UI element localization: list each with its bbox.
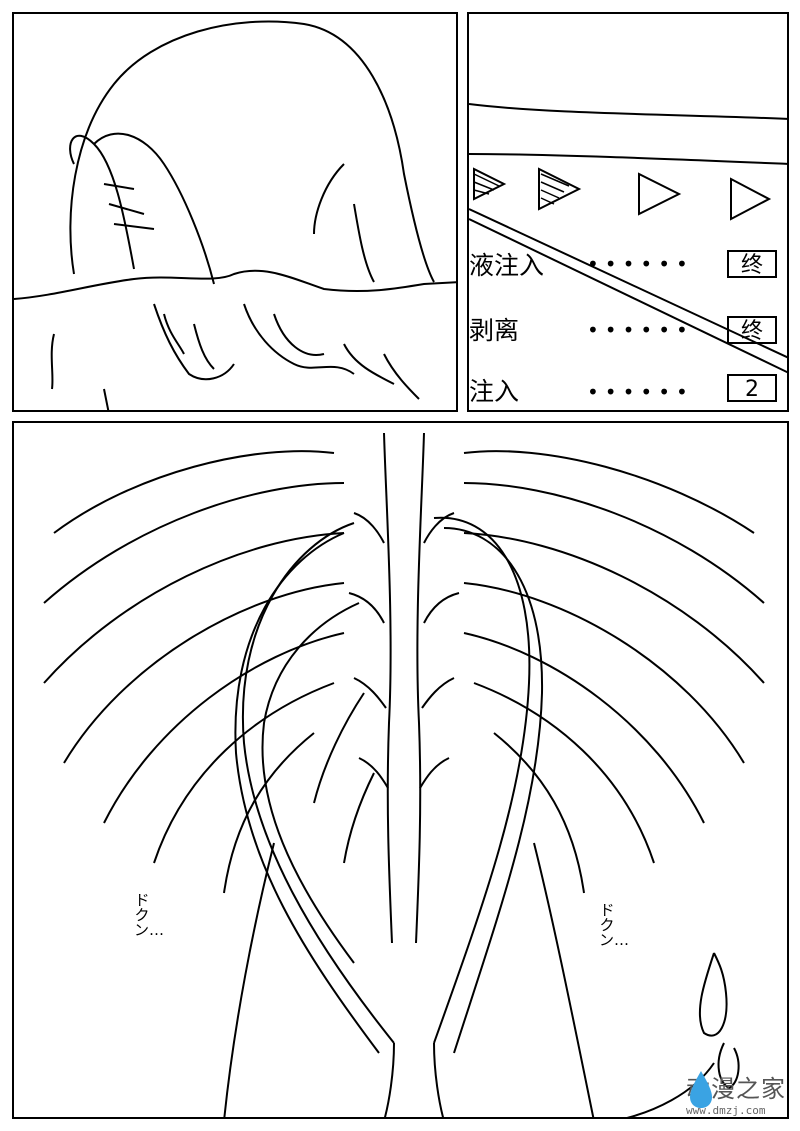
status-row-value: 终 (727, 250, 777, 278)
status-row-label: 注入 (469, 377, 520, 406)
water-drop-icon (690, 1071, 712, 1108)
status-row-dots: •••••• (587, 252, 694, 276)
panel-status-screen: 液注入 •••••• 终 剥离 •••••• 终 注入 •••••• 2 (467, 12, 789, 412)
status-row-dots: •••••• (587, 318, 694, 342)
status-row-value: 2 (727, 374, 777, 402)
play-icon (730, 177, 772, 221)
site-watermark: 动漫之家 www.dmzj.com (686, 1069, 786, 1117)
sound-effect-left: ドクン… (134, 891, 165, 939)
panel-ribcage: ドクン… ドクン… (12, 421, 789, 1119)
ribcage-illustration (43, 432, 765, 1117)
screen-illustration (469, 103, 787, 374)
watermark-url: www.dmzj.com (686, 1104, 766, 1117)
panel-face (12, 12, 458, 412)
status-row-value: 终 (727, 316, 777, 344)
play-icon (638, 172, 682, 216)
play-icon (473, 167, 507, 201)
play-icon (538, 167, 582, 211)
status-row-dots: •••••• (587, 380, 694, 404)
status-row-label: 剥离 (469, 316, 520, 345)
face-illustration (14, 20, 456, 410)
sound-effect-right: ドクン… (599, 901, 630, 949)
status-row-label: 液注入 (469, 251, 545, 280)
